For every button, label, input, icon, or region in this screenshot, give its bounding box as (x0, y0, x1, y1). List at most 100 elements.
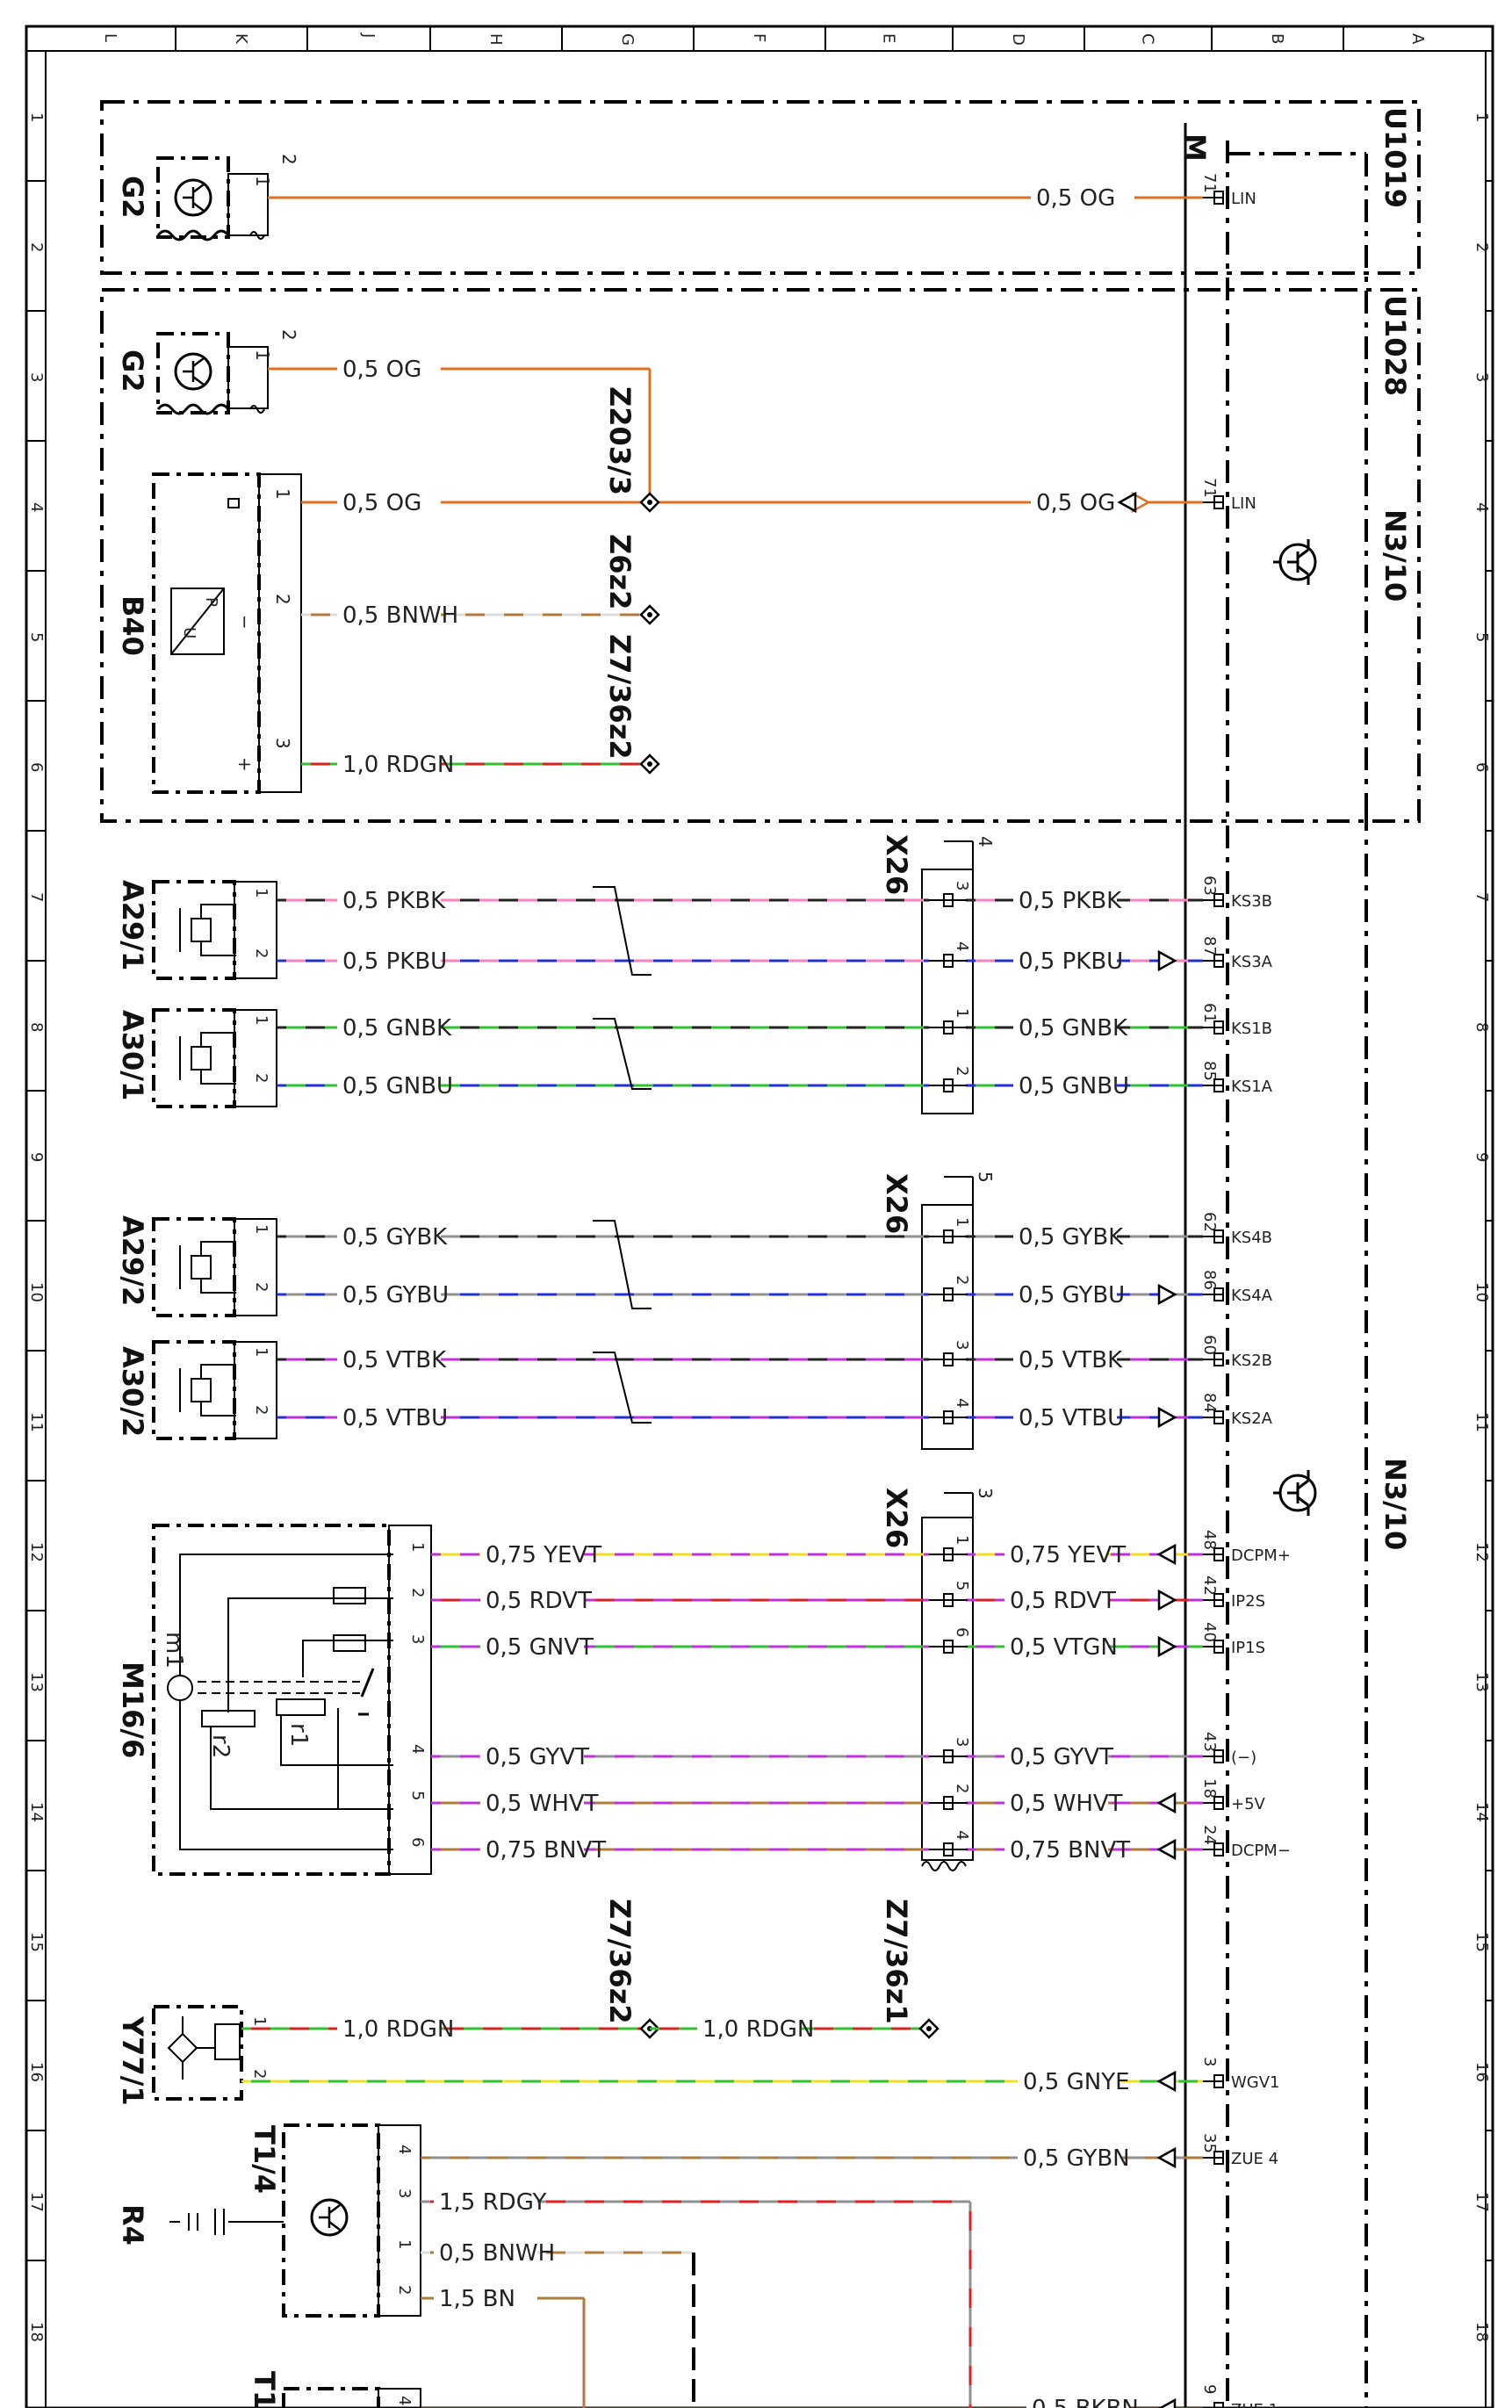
wire-label: 0,5 PKBU (1019, 948, 1123, 975)
row-label: 6 (27, 762, 46, 772)
component-label-a29-1: A29/1 (116, 880, 149, 970)
row-label: 13 (1472, 1672, 1491, 1692)
row-label: 5 (1472, 632, 1491, 642)
ecu-pin-number: 87 (1200, 936, 1219, 956)
connector-pin-terminal (943, 1547, 954, 1561)
component-g2-1019[interactable] (156, 156, 269, 242)
row-label: 12 (27, 1542, 46, 1562)
resistor-label-r2: r2 (207, 1734, 234, 1758)
wire-label-bg (1004, 1590, 1108, 1615)
row-label: 17 (27, 2192, 46, 2212)
component-t1-cut[interactable] (282, 2387, 421, 2408)
connector-x26-4[interactable] (921, 840, 974, 1114)
component-m16-6[interactable] (152, 1524, 432, 1876)
connector-pin-terminal (943, 1796, 954, 1810)
ecu-pin-name: DCPM+ (1231, 1546, 1291, 1565)
pin-number: 1 (252, 350, 273, 361)
ecu-pin-number: 86 (1200, 1270, 1219, 1290)
pin-number: 1 (252, 1015, 270, 1025)
sheet-frame (25, 25, 1494, 2408)
pin-number: 3 (272, 738, 293, 749)
pin-number: 4 (395, 2145, 414, 2154)
connector-pin-number: 5 (953, 1581, 971, 1590)
pin-number: 6 (408, 1837, 427, 1847)
ecu-pin-terminal (1213, 2074, 1224, 2088)
component-y77-1[interactable] (152, 2005, 243, 2101)
ecu-pin-number: 48 (1200, 1530, 1219, 1550)
wire-label-bg (1013, 1285, 1117, 1309)
wire-label: 1,0 RDGN (342, 2016, 454, 2043)
wire-label-bg (1013, 951, 1117, 976)
wire-label-bg (1018, 2072, 1121, 2096)
ecu-pin-name: KS3A (1231, 953, 1273, 971)
wire-label: 0,5 GYVT (486, 1744, 589, 1770)
ecu-pin-name: KS2B (1231, 1352, 1272, 1370)
signal-direction-arrow (1157, 1406, 1177, 1429)
knock-sensor-a291[interactable] (152, 880, 236, 980)
wire-label-bg (434, 2243, 537, 2267)
row-label: 1 (27, 112, 46, 122)
connector-pin-terminal (943, 1410, 954, 1424)
knock-sensor-connector (234, 1218, 277, 1316)
wire-label: 0,5 RDVT (1010, 1588, 1116, 1614)
connector-number: 3 (975, 1488, 996, 1499)
knock-sensor-a301[interactable] (152, 1008, 236, 1108)
solenoid-icon (214, 2023, 241, 2060)
wire-label: 1,5 RDGY (439, 2189, 547, 2216)
component-label-g2: G2 (116, 176, 149, 219)
connector-pin-terminal (943, 1020, 954, 1035)
piezo-icon (179, 904, 236, 956)
variant-label-u1019: U1019 (1379, 107, 1412, 208)
wire-label: 0,5 OG (342, 357, 421, 383)
component-label-t1: T1 (248, 2371, 281, 2408)
row-label: 11 (1472, 1412, 1491, 1432)
row-label: 2 (27, 242, 46, 252)
wire-label-bg (337, 1076, 441, 1100)
wire-label: 0,75 BNVT (1010, 1837, 1130, 1864)
component-label-b40: B40 (116, 595, 149, 656)
ecu-pin-name: KS4B (1231, 1229, 1272, 1247)
pin-number: 2 (395, 2285, 414, 2295)
row-label: 8 (27, 1022, 46, 1032)
connector-x26-3[interactable] (921, 1492, 974, 1871)
ecu-pin-number: 24 (1200, 1825, 1219, 1845)
column-label: K (232, 33, 250, 45)
signal-direction-arrow (1156, 1792, 1177, 1814)
connector-pin-number: 1 (953, 1535, 971, 1545)
connector-pin-number: 4 (953, 1398, 971, 1408)
wire-label: 1,0 RDGN (702, 2016, 814, 2043)
component-b40[interactable] (152, 472, 302, 794)
knock-sensor-a292[interactable] (152, 1217, 236, 1317)
ecu-pin-terminal (1213, 495, 1224, 509)
pin-polarity: − (234, 615, 256, 630)
signal-direction-arrow (1156, 1543, 1177, 1566)
pressure-sensor-icon (170, 588, 225, 655)
component-g2-1028[interactable] (156, 332, 269, 415)
pin-number: 1 (252, 888, 270, 898)
wire-label: 0,5 GYBK (1019, 1224, 1124, 1251)
wire-label-bg (1004, 1793, 1108, 1818)
ecu-pin-name: KS2A (1231, 1409, 1273, 1428)
ecu-pin-name: WGV1 (1231, 2073, 1280, 2092)
connector-x26-5[interactable] (921, 1176, 974, 1450)
component-t1-4[interactable] (169, 2123, 421, 2318)
splice-label-z7-36z2: Z7/36z2 (603, 1899, 637, 2024)
valve-icon (167, 2016, 215, 2080)
wire-label: 0,5 BNWH (342, 602, 458, 629)
column-label: E (880, 33, 898, 43)
pin-number: 2 (252, 1073, 270, 1083)
row-label: 9 (27, 1152, 46, 1162)
column-label: D (1009, 33, 1027, 46)
ecu-pin-number: 63 (1200, 876, 1219, 896)
wire-label-bg (337, 2019, 441, 2044)
connector-pin-number: 6 (953, 1627, 971, 1637)
ecu-pin-layer: 71LIN71LIN63KS3B87KS3A61KS1B85KS1A62KS4B… (1200, 173, 1291, 2408)
knock-sensor-a302[interactable] (152, 1340, 236, 1440)
ecu-pin-terminal (1213, 2402, 1224, 2408)
ecu-label-lower: N3/10 (1379, 1458, 1412, 1550)
wire-label: 0,5 GYBU (1019, 1282, 1125, 1309)
ecu-pin-name: +5V (1231, 1795, 1266, 1813)
ecu-pin-terminal (1213, 1842, 1224, 1856)
